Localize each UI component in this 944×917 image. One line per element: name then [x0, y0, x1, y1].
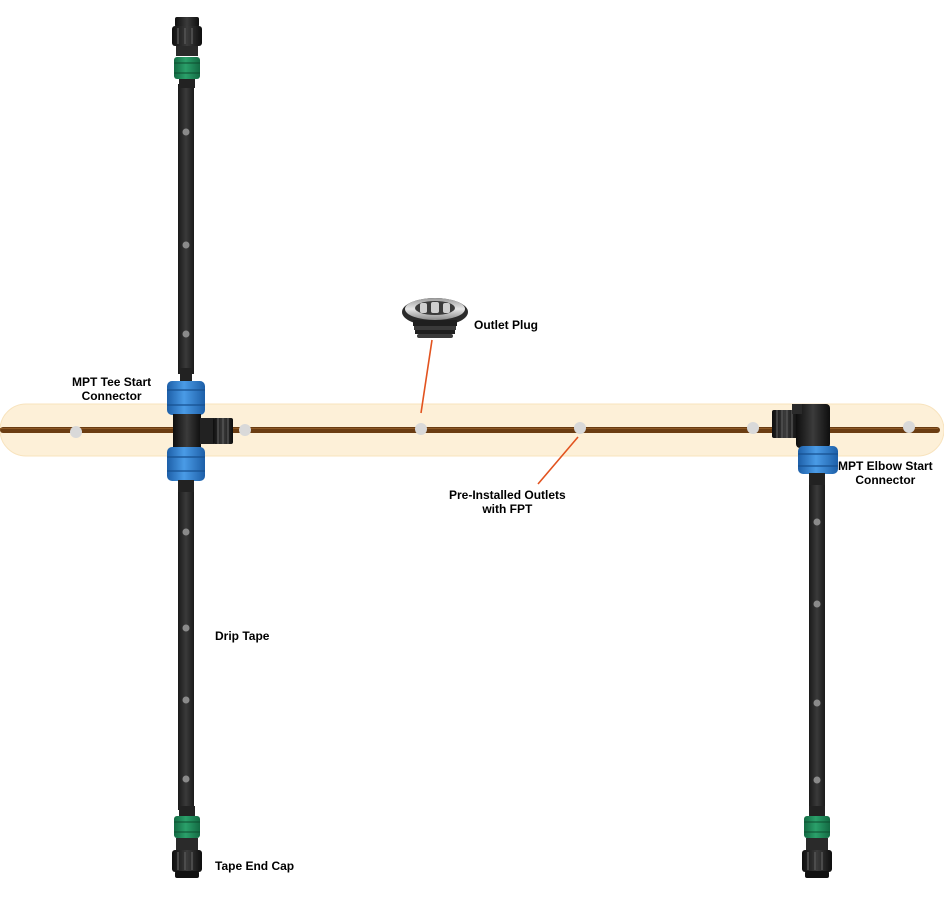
emitter-dot [182, 624, 190, 632]
drip-tape-label-text: Drip Tape [215, 629, 270, 643]
tape-end-cap-label-text: Tape End Cap [215, 859, 295, 873]
mpt-tee-start-connector-line-1: MPT Tee Start [72, 375, 152, 389]
outlet-fitting [903, 421, 915, 433]
outlet-fitting [239, 424, 251, 436]
mpt-tee-start-connector-label: MPT Tee Start Connector [72, 375, 151, 403]
outlet-fitting [747, 422, 759, 434]
outlet-plug-icon [402, 298, 468, 338]
emitter-dot [182, 775, 190, 783]
mpt-tee-start-connector-line-2: Connector [81, 389, 142, 403]
emitter-dot [182, 241, 190, 249]
tape-end-cap-icon [172, 17, 202, 88]
leader-line-pre-installed-outlets [537, 436, 579, 485]
pre-installed-outlets-line-2: with FPT [482, 502, 533, 516]
elbow-connector-icon [772, 404, 838, 485]
outlet-fitting [574, 422, 586, 434]
drip-tape-right [809, 480, 825, 810]
emitter-dot [182, 128, 190, 136]
emitter-dot [813, 518, 821, 526]
outlet-fitting [415, 423, 427, 435]
tape-end-cap-icon [172, 806, 202, 878]
drip-tape-emitters-right [813, 518, 821, 784]
drip-tape-upper-left [178, 84, 194, 374]
emitter-dot [813, 699, 821, 707]
pre-installed-outlets-label: Pre-Installed Outlets with FPT [449, 488, 566, 516]
outlet-plug-label: Outlet Plug [474, 318, 538, 332]
drip-tape-lower-left [178, 485, 194, 810]
emitter-dot [182, 528, 190, 536]
emitter-dot [182, 330, 190, 338]
tee-connector-icon [167, 368, 233, 492]
mpt-elbow-start-connector-line-1: MPT Elbow Start [838, 459, 933, 473]
outlet-fitting [70, 426, 82, 438]
outlet-plug-label-text: Outlet Plug [474, 318, 538, 332]
leader-line-outlet-plug [420, 339, 433, 414]
pre-installed-outlets [70, 421, 915, 438]
emitter-dot [813, 776, 821, 784]
mpt-elbow-start-connector-line-2: Connector [855, 473, 916, 487]
tape-end-cap-label: Tape End Cap [215, 859, 294, 873]
emitter-dot [182, 696, 190, 704]
mpt-elbow-start-connector-label: MPT Elbow Start Connector [838, 459, 933, 487]
tape-end-cap-icon [802, 806, 832, 878]
pre-installed-outlets-line-1: Pre-Installed Outlets [449, 488, 566, 502]
drip-tape-emitters-left [182, 128, 190, 783]
drip-tape-label: Drip Tape [215, 629, 269, 643]
mainline-highlight-edge [0, 403, 944, 457]
emitter-dot [813, 600, 821, 608]
